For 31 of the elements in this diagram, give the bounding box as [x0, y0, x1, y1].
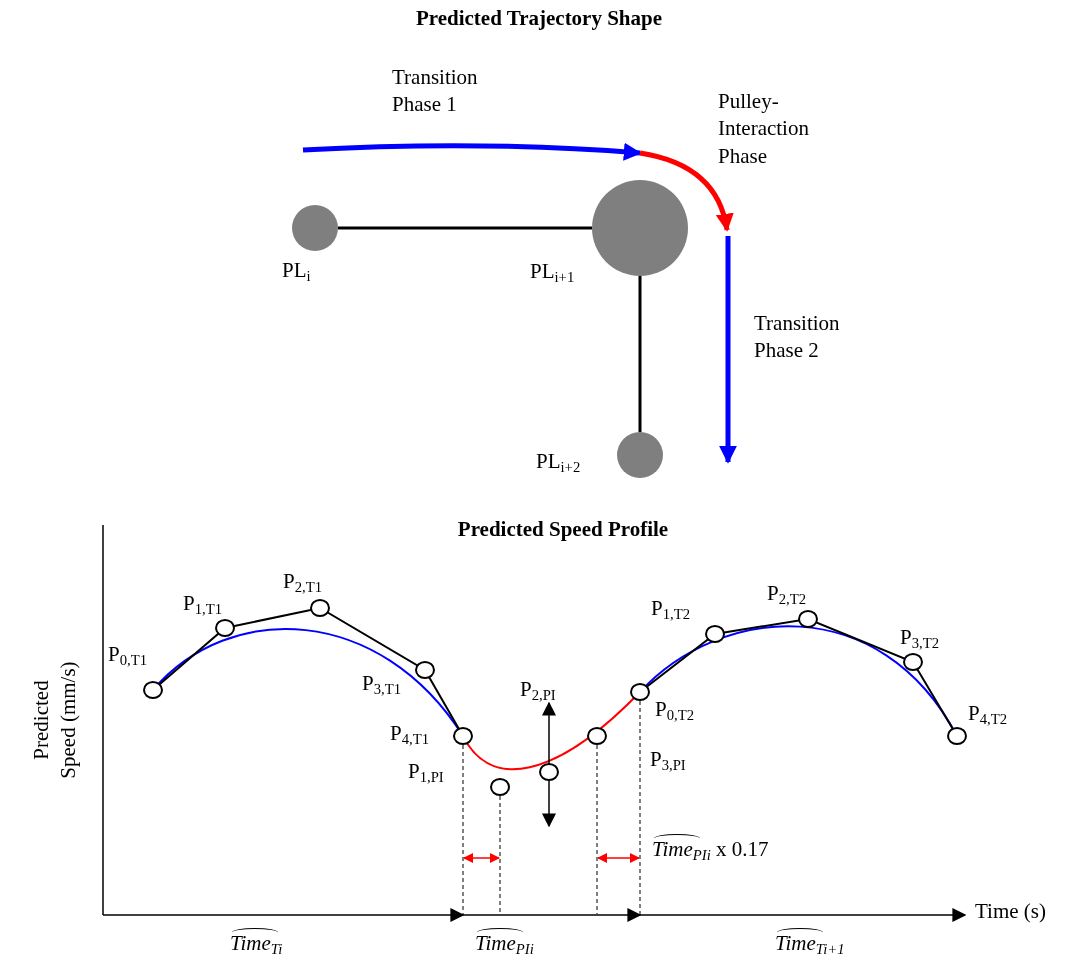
pulley-label: PL$_{i}$	[282, 257, 311, 285]
phase-label: Transition Phase 2	[754, 310, 841, 365]
point-label: P$_{4,T2}$	[968, 700, 1008, 728]
point-label: P$_{1,T1}$	[183, 590, 223, 618]
pulley-label: PL$_{i+2}$	[536, 448, 581, 476]
duration-label: Time$_{PIi}$	[475, 926, 534, 958]
point-label: P$_{1,PI}$	[408, 758, 444, 786]
point-label: P$_{0,T1}$	[108, 641, 148, 669]
point-label: P$_{2,PI}$	[520, 676, 556, 704]
point-label: P$_{3,PI}$	[650, 746, 686, 774]
chart-title: Predicted Speed Profile	[457, 516, 669, 543]
axis-title: Predicted Speed (mm/s)	[27, 660, 81, 780]
point-label: P$_{2,T2}$	[767, 580, 807, 608]
duration-label: Time$_{PIi}$ x 0.17	[652, 832, 769, 864]
duration-label: Time$_{Ti}$	[230, 926, 283, 958]
connecting-line	[638, 276, 642, 432]
point-label: P$_{1,T2}$	[651, 595, 691, 623]
point-label: P$_{4,T1}$	[390, 720, 430, 748]
connecting-line	[338, 226, 592, 230]
phase-label: Transition Phase 1	[392, 64, 479, 119]
point-label: P$_{0,T2}$	[655, 696, 695, 724]
point-label: P$_{3,T1}$	[362, 670, 402, 698]
diagram-title: Predicted Trajectory Shape	[415, 5, 663, 32]
pulley-circle	[617, 432, 663, 478]
pulley-circle	[292, 205, 338, 251]
phase-label: Pulley- Interaction Phase	[718, 88, 810, 170]
point-label: P$_{3,T2}$	[900, 624, 940, 652]
axis-title: Time (s)	[975, 898, 1046, 925]
pulley-label: PL$_{i+1}$	[530, 258, 575, 286]
duration-label: Time$_{Ti+1}$	[775, 926, 845, 958]
point-label: P$_{2,T1}$	[283, 568, 323, 596]
